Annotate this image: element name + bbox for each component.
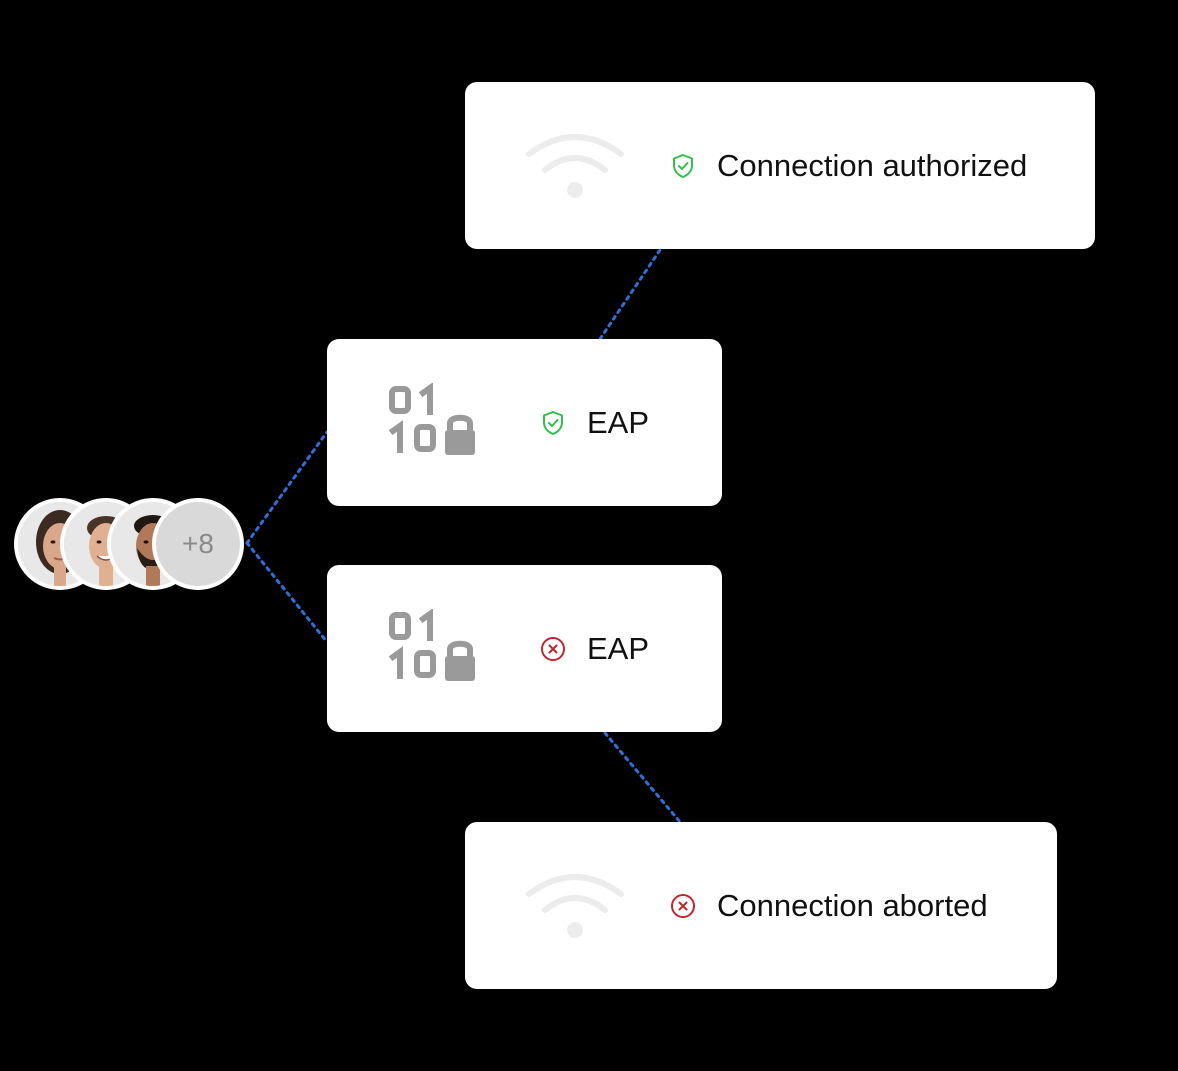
circle-x-icon: [671, 894, 695, 918]
wifi-icon: [526, 874, 624, 938]
authorized-label: Connection authorized: [717, 148, 1028, 183]
user-avatar-group: +8: [14, 498, 249, 592]
shield-check-icon: [673, 154, 693, 178]
eap-success-label: EAP: [587, 405, 650, 440]
binary-lock-icon: [388, 383, 475, 455]
connector-users-to-eap-failure: [245, 541, 329, 644]
connector-eap-failure-to-aborted: [603, 731, 682, 824]
connection-authorized-card: Connection authorized: [465, 82, 1095, 249]
eap-failure-label: EAP: [587, 631, 650, 666]
wifi-icon: [526, 134, 624, 198]
eap-failure-card: EAP: [327, 565, 722, 732]
more-users-badge[interactable]: +8: [152, 498, 244, 590]
shield-check-icon: [543, 411, 563, 435]
eap-success-status: EAP: [539, 403, 649, 443]
connector-eap-success-to-authorized: [598, 248, 662, 341]
authorized-status: Connection authorized: [669, 146, 1027, 186]
eap-success-card: EAP: [327, 339, 722, 506]
more-users-count: +8: [182, 528, 214, 559]
aborted-label: Connection aborted: [717, 888, 988, 923]
binary-lock-icon: [388, 609, 475, 681]
eap-failure-status: EAP: [539, 629, 649, 669]
connector-users-to-eap-success: [245, 430, 329, 545]
aborted-status: Connection aborted: [669, 886, 988, 926]
connection-aborted-card: Connection aborted: [465, 822, 1057, 989]
circle-x-icon: [541, 637, 565, 661]
